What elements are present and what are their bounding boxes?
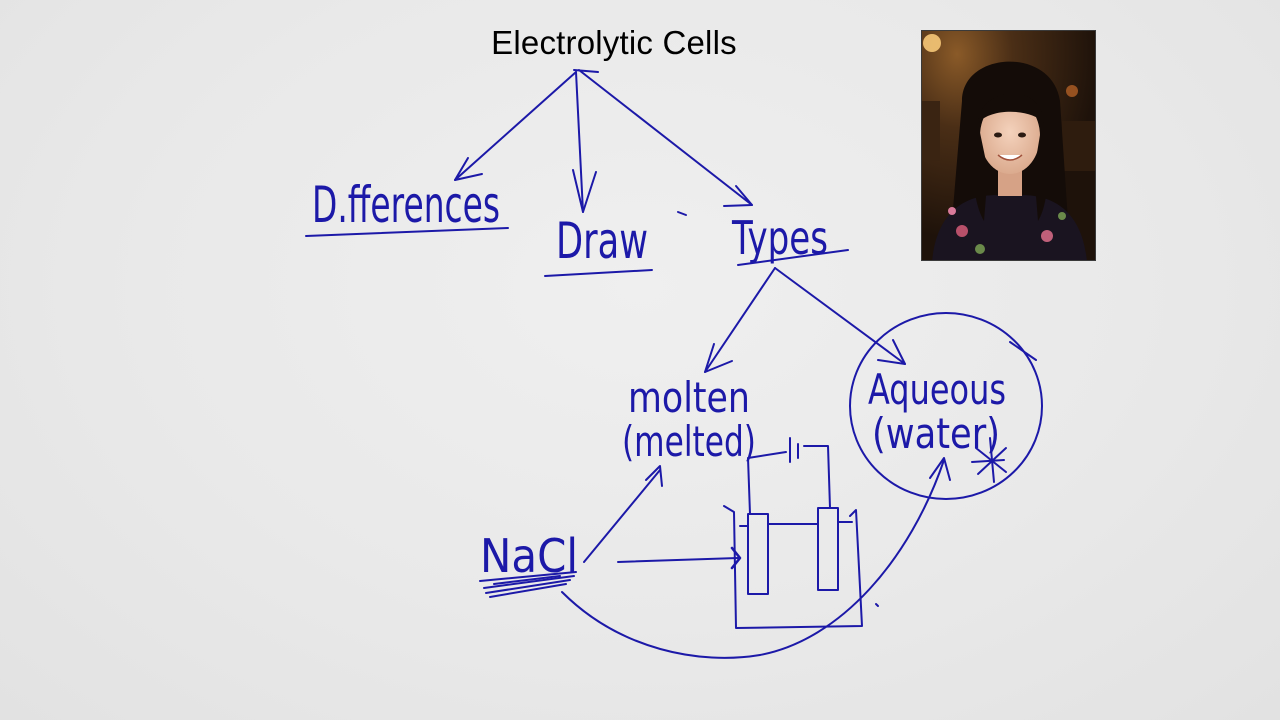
node-draw: Draw <box>544 212 653 277</box>
aqueous-circle <box>849 312 1043 500</box>
node-aqueous: Aqueous (water) <box>849 312 1043 500</box>
types-arrows <box>704 267 906 373</box>
title-arrows <box>454 69 753 213</box>
cell-sketch <box>723 437 879 629</box>
nacl-label: NaCl <box>480 529 578 583</box>
molten-label: molten <box>628 373 750 422</box>
node-types: Types <box>677 211 849 266</box>
types-label: Types <box>731 211 828 265</box>
nacl-arrows <box>561 457 951 659</box>
nacl-underline-scribble <box>479 571 577 598</box>
differences-label: D.fferences <box>312 176 500 234</box>
presenter-webcam <box>921 30 1096 261</box>
asterisk-mark <box>971 437 1007 483</box>
node-molten: molten (melted) <box>622 373 756 466</box>
aqueous-label: Aqueous <box>868 365 1006 414</box>
cell-container <box>723 505 863 629</box>
cathode-electrode <box>817 507 839 591</box>
anode-electrode <box>747 513 769 595</box>
draw-label: Draw <box>556 212 648 270</box>
node-nacl: NaCl <box>479 529 578 598</box>
melted-label: (melted) <box>622 417 756 466</box>
slide-title: Electrolytic Cells <box>491 24 737 61</box>
node-differences: D.fferences <box>305 176 509 237</box>
presenter-photo <box>922 31 1095 260</box>
